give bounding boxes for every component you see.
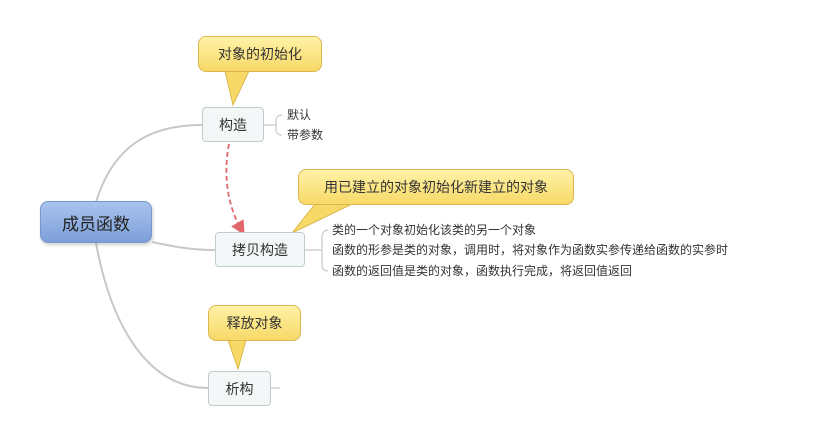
- topic-destructor[interactable]: 析构: [208, 371, 271, 406]
- branch-line-destructor: [95, 242, 209, 389]
- callout-copy-constructor[interactable]: 用已建立的对象初始化新建立的对象: [298, 169, 574, 205]
- subtopic-default[interactable]: 默认: [287, 108, 312, 122]
- subtopic-copy-case-2[interactable]: 函数的形参是类的对象，调用时，将对象作为函数实参传递给函数的实参时: [332, 243, 729, 257]
- relationship-arrow: [225, 143, 245, 236]
- topic-copy-constructor[interactable]: 拷贝构造: [215, 232, 305, 267]
- callout-destructor[interactable]: 释放对象: [208, 305, 301, 341]
- branch-line-constructor: [95, 124, 203, 203]
- subtopic-with-params[interactable]: 带参数: [287, 128, 324, 142]
- root-topic[interactable]: 成员函数: [40, 201, 152, 243]
- branch-line-copy-constructor: [151, 241, 216, 251]
- subtopic-copy-case-3[interactable]: 函数的返回值是类的对象，函数执行完成，将返回值返回: [332, 264, 633, 278]
- bracket-copy-constructor-children: [305, 229, 329, 272]
- topic-constructor[interactable]: 构造: [202, 107, 264, 142]
- callout-tail-destructor: [227, 339, 247, 371]
- subtopic-copy-case-1[interactable]: 类的一个对象初始化该类的另一个对象: [332, 223, 537, 237]
- bracket-constructor-children: [264, 114, 283, 136]
- callout-tail-constructor: [224, 70, 250, 107]
- callout-constructor[interactable]: 对象的初始化: [198, 36, 322, 72]
